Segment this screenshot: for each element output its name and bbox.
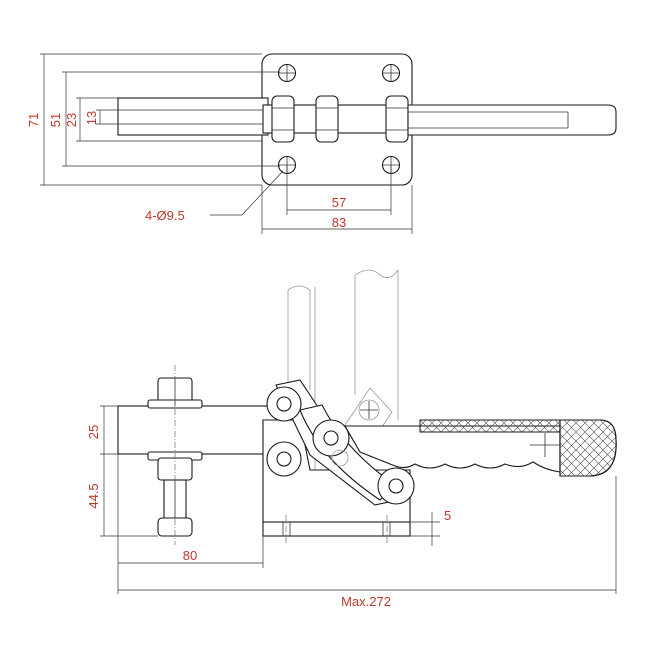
dim-57-label: 57 <box>332 195 346 210</box>
handle-top <box>407 104 617 136</box>
dim-23-label: 23 <box>64 113 79 127</box>
clamp-arm-top <box>117 97 269 136</box>
clamp-spindle <box>147 365 203 545</box>
dim-max-label: Max.272 <box>341 594 391 609</box>
dim-44-5-label: 44.5 <box>86 483 101 508</box>
dim-25-label: 25 <box>86 425 101 439</box>
clamp-arm-side <box>117 405 279 455</box>
top-view: 71 51 23 13 57 83 4-Ø9.5 <box>26 53 617 234</box>
pivot-pins-top <box>271 95 409 143</box>
handle-side <box>344 419 617 477</box>
dim-80-label: 80 <box>183 548 197 563</box>
side-dimensions <box>100 405 617 594</box>
dim-13-label: 13 <box>84 111 99 125</box>
pivot-pins-side <box>266 386 415 505</box>
dim-71-label: 71 <box>26 113 41 127</box>
dim-5-label: 5 <box>444 508 451 523</box>
side-view: 25 44.5 5 80 Max.272 <box>86 269 617 609</box>
dim-83-label: 83 <box>332 215 346 230</box>
hole-callout-label: 4-Ø9.5 <box>145 208 185 223</box>
bottom-dimensions-top-view <box>210 165 413 234</box>
top-dimensions <box>40 53 280 186</box>
dim-51-label: 51 <box>48 113 63 127</box>
